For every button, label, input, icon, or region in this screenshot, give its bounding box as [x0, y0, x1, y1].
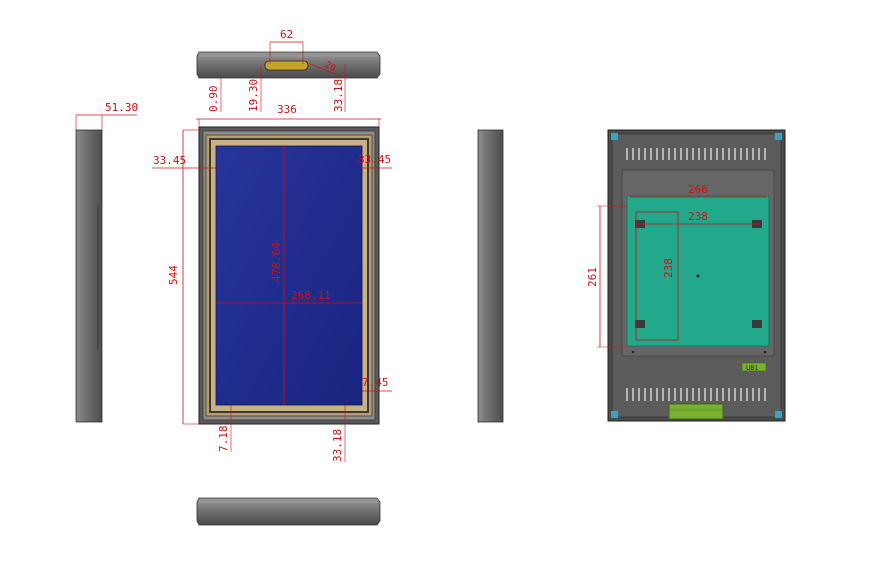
dim-border-left-bottom: 7.18	[217, 426, 230, 453]
bottom-view-body	[196, 497, 381, 526]
dim-rear-mount-width: 266	[688, 183, 708, 196]
rear-corner-marker-br	[775, 411, 782, 418]
rear-top-vents	[626, 148, 766, 160]
dim-slot-width: 62	[280, 28, 293, 41]
dim-screen-height: 478.64	[270, 242, 283, 282]
side-view-right	[477, 129, 504, 423]
dim-top-offset-b: 19.30	[247, 79, 260, 112]
rear-vesa-pad-br	[752, 320, 762, 328]
rear-label-tag-text: UB1	[746, 365, 759, 372]
front-view: 336 544 33.45 33.45 478.64 268.11 7.45 7…	[152, 103, 392, 462]
dim-rear-mount-height: 261	[586, 267, 599, 287]
dim-bezel-bottom: 33.18	[331, 429, 344, 462]
dim-bezel-right: 33.45	[358, 153, 391, 166]
front-screen	[215, 145, 363, 406]
dim-rear-hole-spacing-v: 238	[662, 258, 675, 278]
side-view-right-body	[477, 129, 504, 423]
dim-top-offset-c: 33.18	[332, 79, 345, 112]
dim-rear-hole-spacing-h: 238	[688, 210, 708, 223]
rear-vesa-pad-bl	[635, 320, 645, 328]
rear-mount-panel	[626, 195, 770, 347]
bottom-view	[196, 497, 381, 526]
dim-border-right: 7.45	[362, 376, 389, 389]
top-view-slot	[264, 60, 309, 71]
dim-overall-height: 544	[167, 265, 180, 285]
dim-bezel-left: 33.45	[153, 154, 186, 167]
dim-side-depth: 51.30	[105, 101, 138, 114]
rear-corner-marker-bl	[611, 411, 618, 418]
dim-top-offset-d: 20	[323, 60, 337, 74]
rear-view: UB1 266 238 238 261	[586, 129, 786, 422]
rear-corner-marker-tl	[611, 133, 618, 140]
rear-bottom-vents	[626, 388, 766, 401]
dim-screen-width: 268.11	[291, 289, 331, 302]
rear-corner-marker-tr	[775, 133, 782, 140]
side-view-left: 51.30	[75, 101, 138, 423]
dim-top-offset-a: 0.90	[207, 86, 220, 113]
dim-overall-width: 336	[277, 103, 297, 116]
rear-label-tag	[741, 362, 767, 372]
top-view: 62 0.90 19.30 33.18 20	[196, 28, 381, 113]
rear-connector	[668, 403, 724, 420]
